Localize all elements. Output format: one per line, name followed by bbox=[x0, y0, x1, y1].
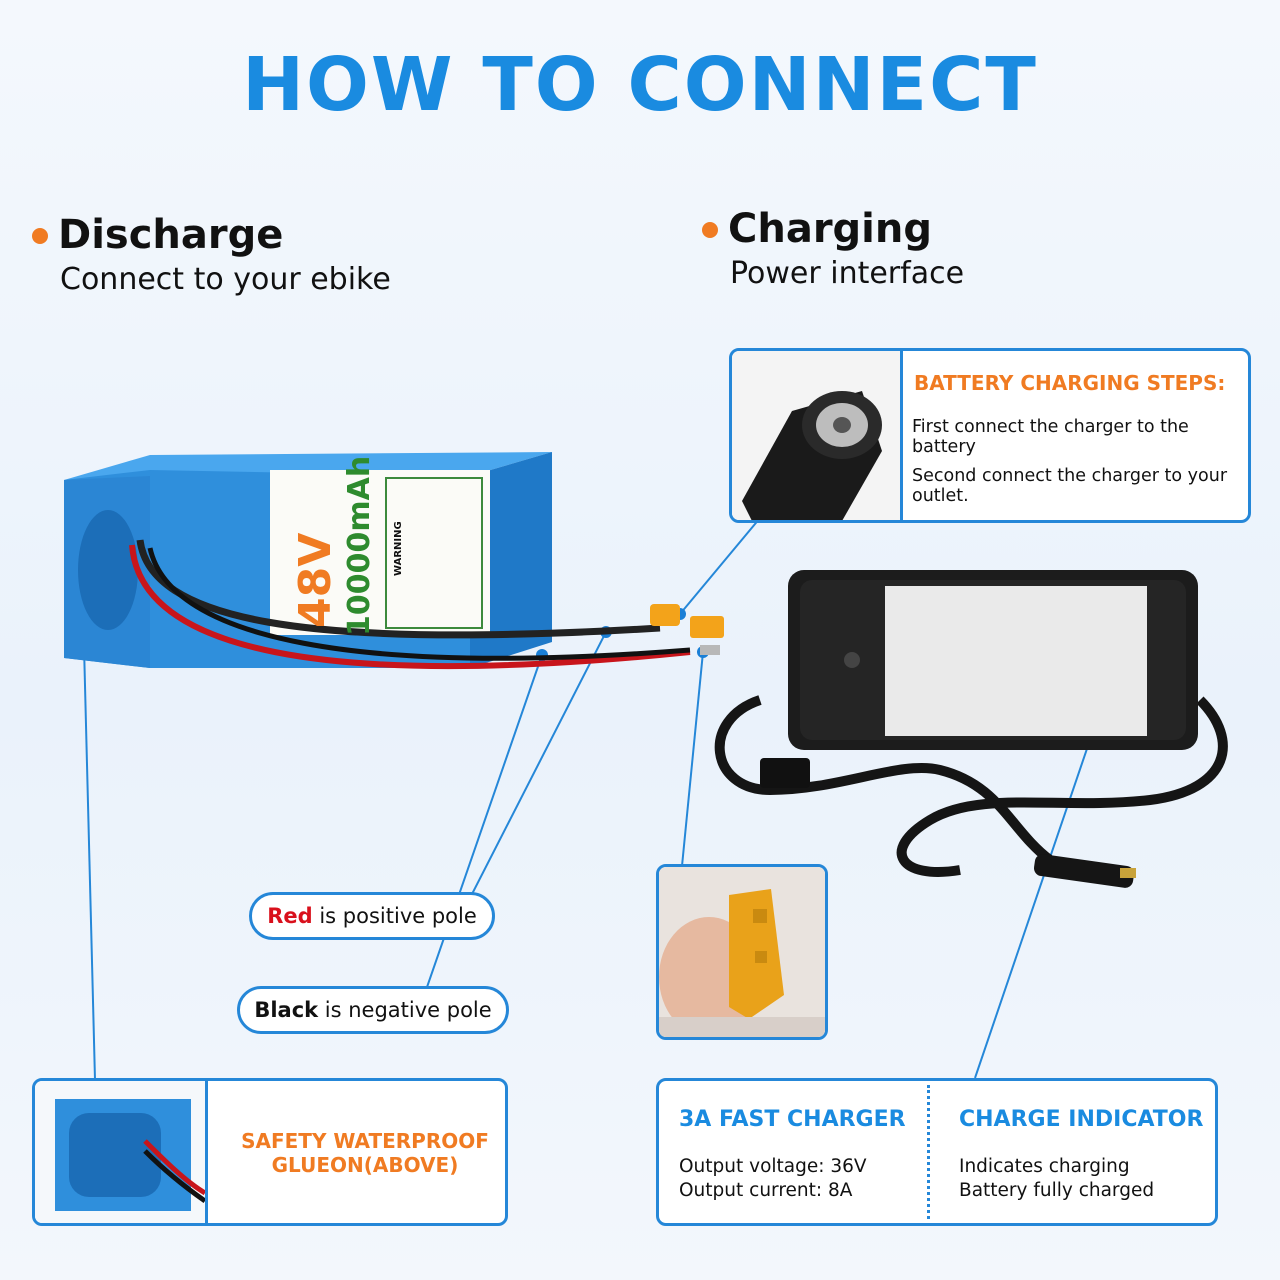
black-word: Black bbox=[254, 998, 319, 1022]
indicator-heading: CHARGE INDICATOR bbox=[959, 1107, 1204, 1132]
waterproof-glue-text: SAFETY WATERPROOF GLUEON(ABOVE) bbox=[225, 1129, 505, 1177]
battery-voltage: 48V bbox=[290, 532, 341, 628]
red-word: Red bbox=[267, 904, 313, 928]
battery-capacity: 10000mAh bbox=[342, 455, 377, 636]
discharge-subheading: Connect to your ebike bbox=[60, 262, 391, 297]
red-pole-text: is positive pole bbox=[312, 904, 477, 928]
step-line-1: First connect the charger to the battery bbox=[912, 417, 1189, 457]
bullet-dot-icon bbox=[702, 222, 718, 238]
dc-jack-icon bbox=[732, 351, 902, 520]
charger-spec-panel: 3A FAST CHARGER Output voltage: 36V Outp… bbox=[656, 1078, 1218, 1226]
step-line-2: Second connect the charger to your outle… bbox=[912, 466, 1228, 506]
charger-spec-heading: 3A FAST CHARGER bbox=[679, 1107, 906, 1132]
page-title: HOW TO CONNECT bbox=[242, 42, 1038, 128]
charging-steps-panel: BATTERY CHARGING STEPS: First connect th… bbox=[729, 348, 1251, 523]
xt60-plug-panel bbox=[656, 864, 828, 1040]
xt60-plug-icon bbox=[659, 867, 825, 1037]
battery-end-icon bbox=[35, 1081, 207, 1223]
steps-title: BATTERY CHARGING STEPS: bbox=[914, 371, 1226, 395]
glue-line-2: GLUEON(ABOVE) bbox=[271, 1153, 459, 1177]
charger-spec-line-2: Output current: 8A bbox=[679, 1180, 853, 1201]
charging-heading: Charging bbox=[728, 206, 933, 252]
battery-warning: WARNING bbox=[393, 521, 404, 576]
waterproof-glue-panel: SAFETY WATERPROOF GLUEON(ABOVE) bbox=[32, 1078, 508, 1226]
bullet-dot-icon bbox=[32, 228, 48, 244]
charger-spec-line-1: Output voltage: 36V bbox=[679, 1156, 867, 1177]
charging-subheading: Power interface bbox=[730, 256, 965, 291]
black-pole-text: is negative pole bbox=[318, 998, 492, 1022]
discharge-heading: Discharge bbox=[58, 212, 284, 258]
indicator-line-2: Battery fully charged bbox=[959, 1180, 1155, 1201]
red-pole-label: Red is positive pole bbox=[249, 892, 495, 940]
glue-line-1: SAFETY WATERPROOF bbox=[241, 1129, 489, 1153]
indicator-line-1: Indicates charging bbox=[959, 1156, 1130, 1177]
black-pole-label: Black is negative pole bbox=[237, 986, 509, 1034]
